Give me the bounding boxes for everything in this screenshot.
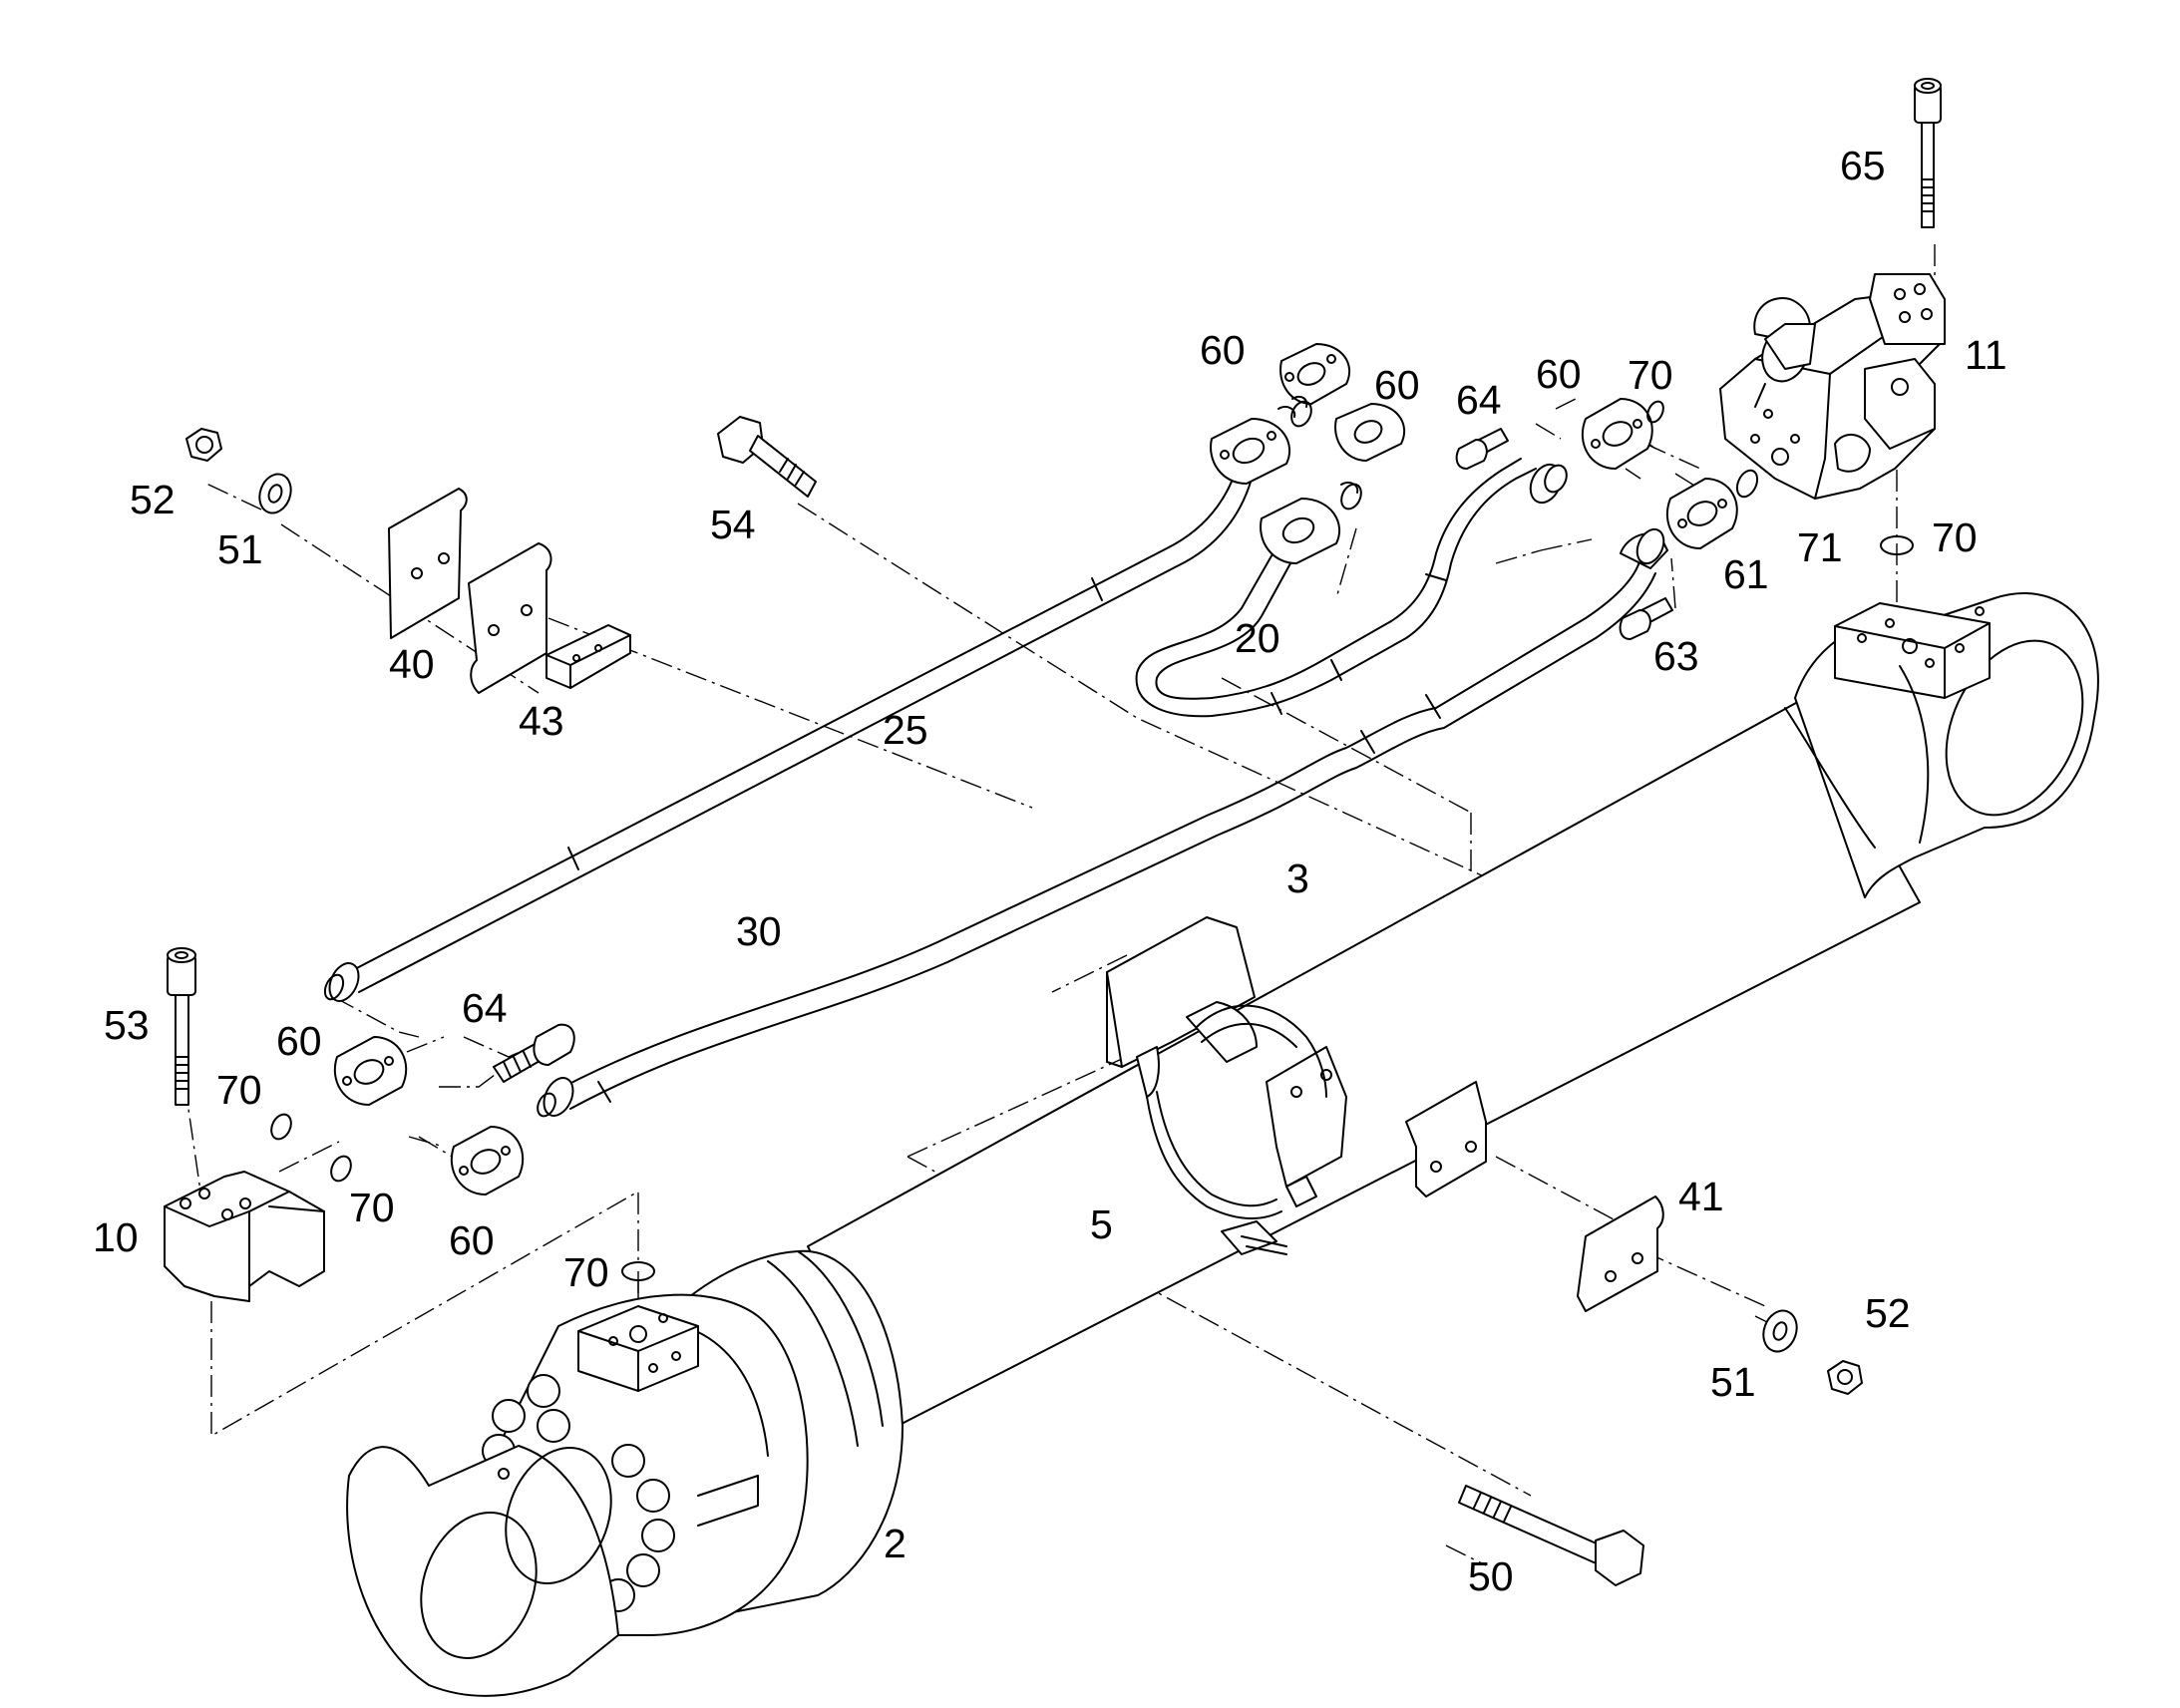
callout-60-a: 60 (1200, 327, 1246, 373)
callout-64-upper: 64 (1456, 377, 1502, 423)
callout-64-lower: 64 (462, 985, 508, 1031)
tube-20 (1135, 458, 1568, 718)
callout-60-b: 60 (1374, 362, 1420, 408)
callout-51-left: 51 (217, 526, 263, 572)
callout-41: 41 (1678, 1174, 1724, 1219)
tube-30 (537, 527, 1668, 1118)
callout-61: 61 (1723, 551, 1769, 597)
split-flanges (333, 343, 1738, 1196)
bolts (167, 78, 1942, 1586)
brackets (388, 488, 1664, 1312)
callout-51-right: 51 (1710, 1359, 1756, 1405)
callout-30: 30 (736, 908, 782, 954)
callout-65: 65 (1840, 143, 1886, 188)
callout-70-e: 70 (563, 1249, 609, 1295)
callout-43: 43 (519, 698, 564, 744)
callout-20: 20 (1235, 615, 1280, 661)
cylinder (346, 592, 2099, 1697)
callout-60-e: 60 (449, 1217, 495, 1263)
callout-70-b: 70 (1932, 514, 1978, 560)
callout-53: 53 (104, 1002, 150, 1048)
block-10 (164, 1171, 325, 1302)
callout-60-c: 60 (1536, 351, 1582, 397)
callout-71: 71 (1797, 524, 1843, 570)
callout-63: 63 (1653, 633, 1699, 679)
callout-70-a: 70 (1628, 352, 1673, 398)
callout-10: 10 (93, 1214, 139, 1260)
callout-2: 2 (884, 1521, 907, 1566)
callout-54: 54 (710, 502, 756, 547)
callout-70-c: 70 (216, 1067, 262, 1113)
callout-5: 5 (1090, 1201, 1113, 1247)
valve-block-11 (1719, 273, 1946, 500)
o-rings (270, 400, 1914, 1281)
callout-70-d: 70 (349, 1185, 395, 1230)
callout-labels: 2 3 5 10 11 20 25 30 40 41 43 50 51 51 5… (93, 143, 2007, 1599)
callout-25: 25 (883, 707, 928, 753)
callout-11: 11 (1965, 332, 2007, 378)
callout-52-right: 52 (1865, 1290, 1911, 1336)
clamp-bracket (1106, 916, 1347, 1255)
nuts-washers (185, 428, 1863, 1395)
callout-52-left: 52 (130, 477, 176, 522)
callout-50: 50 (1468, 1553, 1514, 1599)
callout-3: 3 (1286, 855, 1309, 901)
callout-60-d: 60 (276, 1018, 322, 1064)
callout-40: 40 (389, 641, 435, 687)
